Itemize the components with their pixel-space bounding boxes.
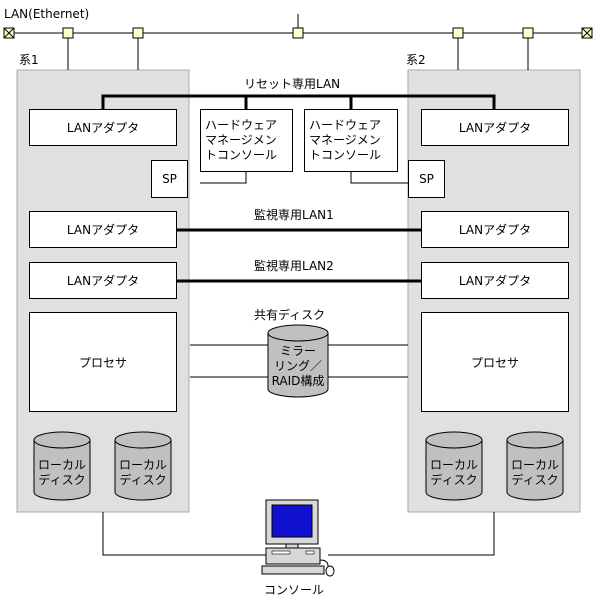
sys2-processor: プロセサ — [421, 312, 569, 412]
monitor-lan2-label: 監視専用LAN2 — [254, 259, 334, 273]
local-disk-2a-icon — [425, 431, 483, 501]
sys1-lan-adapter-main: LANアダプタ — [29, 109, 177, 146]
hw-console-1: ハードウェア マネージメン トコンソール — [200, 109, 293, 172]
local-disk-line: ローカル — [118, 458, 167, 472]
hw-console-line: トコンソール — [309, 148, 382, 162]
local-disk-2b-text: ローカル ディスク — [507, 458, 563, 488]
shared-disk-line: RAID構成 — [271, 374, 325, 388]
local-disk-1a-icon — [33, 431, 91, 501]
lan-terminator-right — [581, 27, 593, 39]
reset-lan-line — [101, 94, 496, 109]
lan-node-2 — [132, 27, 144, 39]
local-disk-1b-icon — [114, 431, 172, 501]
hw-console-line: マネージメン — [205, 133, 277, 147]
local-disk-line: ローカル — [37, 458, 86, 472]
console-link-1 — [102, 512, 268, 556]
sp-label: SP — [162, 172, 177, 186]
local-disk-line: ディスク — [430, 473, 478, 487]
lan-adapter-label: LANアダプタ — [66, 223, 140, 237]
hw-console-2: ハードウェア マネージメン トコンソール — [304, 109, 398, 172]
hw-console-line: ハードウェア — [309, 118, 382, 132]
monitor-lan1-label: 監視専用LAN1 — [254, 208, 334, 222]
shared-disk-text: ミラー リング／ RAID構成 — [266, 344, 330, 389]
lan-adapter-label: LANアダプタ — [458, 121, 532, 135]
local-disk-line: ローカル — [429, 458, 478, 472]
system-2-label: 系2 — [406, 53, 426, 67]
shared-disk-line: リング／ — [273, 359, 322, 373]
sp2-hw-link — [350, 172, 408, 184]
console-label: コンソール — [264, 583, 325, 597]
lan-node-3 — [292, 27, 304, 39]
processor-label: プロセサ — [470, 355, 519, 370]
local-disk-line: ディスク — [511, 473, 559, 487]
system-1-label: 系1 — [19, 53, 39, 67]
processor-label: プロセサ — [78, 355, 127, 370]
shared-disk-line: ミラー — [279, 344, 316, 358]
local-disk-2a-text: ローカル ディスク — [426, 458, 482, 488]
lan-adapter-label: LANアダプタ — [66, 121, 140, 135]
local-disk-line: ディスク — [119, 473, 167, 487]
local-disk-2b-icon — [506, 431, 564, 501]
sys2-lan-adapter-monitor2: LANアダプタ — [421, 262, 569, 299]
sp-label: SP — [419, 172, 434, 186]
local-disk-1b-text: ローカル ディスク — [115, 458, 171, 488]
reset-lan-label: リセット専用LAN — [244, 77, 341, 91]
lan-adapter-label: LANアダプタ — [458, 274, 532, 288]
local-disk-1a-text: ローカル ディスク — [34, 458, 90, 488]
sys2-lan-adapter-monitor1: LANアダプタ — [421, 211, 569, 248]
shared-disk-label: 共有ディスク — [254, 308, 326, 322]
console-link-2 — [328, 512, 495, 556]
lan-terminator-left — [3, 27, 15, 39]
hw-console-line: マネージメン — [309, 133, 381, 147]
sys2-sp: SP — [408, 160, 445, 198]
lan-ethernet-label: LAN(Ethernet) — [4, 7, 90, 21]
lan-adapter-label: LANアダプタ — [66, 274, 140, 288]
console-pc-icon — [261, 499, 335, 577]
hw-console-line: トコンソール — [205, 148, 278, 162]
lan-node-4 — [452, 27, 464, 39]
hw-console-line: ハードウェア — [205, 118, 278, 132]
lan-node-5 — [522, 27, 534, 39]
sys1-lan-adapter-monitor1: LANアダプタ — [29, 211, 177, 248]
sys1-lan-adapter-monitor2: LANアダプタ — [29, 262, 177, 299]
sys1-sp: SP — [151, 160, 188, 198]
sys1-processor: プロセサ — [29, 312, 177, 412]
local-disk-line: ディスク — [38, 473, 86, 487]
sp1-hw-link — [200, 172, 247, 184]
lan-node-1 — [62, 27, 74, 39]
shared-disk-icon — [267, 324, 329, 398]
sys2-lan-adapter-main: LANアダプタ — [421, 109, 569, 146]
lan-adapter-label: LANアダプタ — [458, 223, 532, 237]
local-disk-line: ローカル — [510, 458, 559, 472]
